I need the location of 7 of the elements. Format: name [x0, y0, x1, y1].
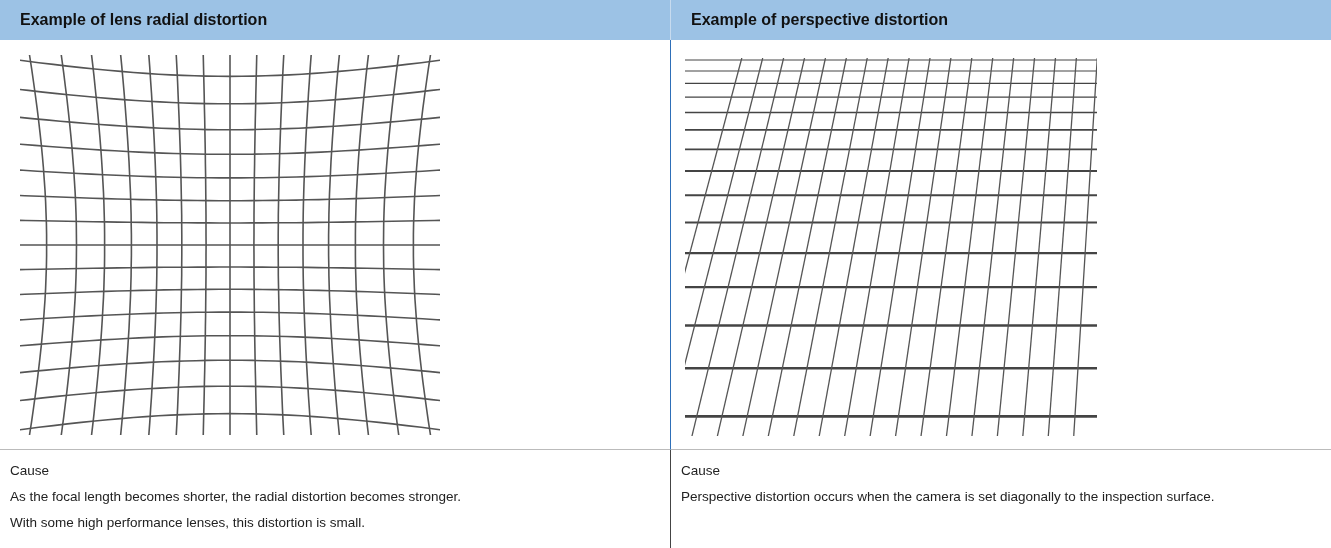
cell-text: With some high performance lenses, this distortion is small. — [10, 514, 366, 532]
cell-text: As the focal length becomes shorter, the radial distortion becomes stronger. — [10, 488, 462, 506]
cell-text: Perspective distortion occurs when the camera is set diagonally to the inspection surface. — [681, 488, 1216, 506]
cell-heading: Cause — [10, 462, 51, 480]
column-header: Example of perspective distortion — [671, 0, 1331, 40]
cell-heading: Cause — [681, 462, 722, 480]
column-header: Example of lens radial distortion — [0, 0, 671, 40]
